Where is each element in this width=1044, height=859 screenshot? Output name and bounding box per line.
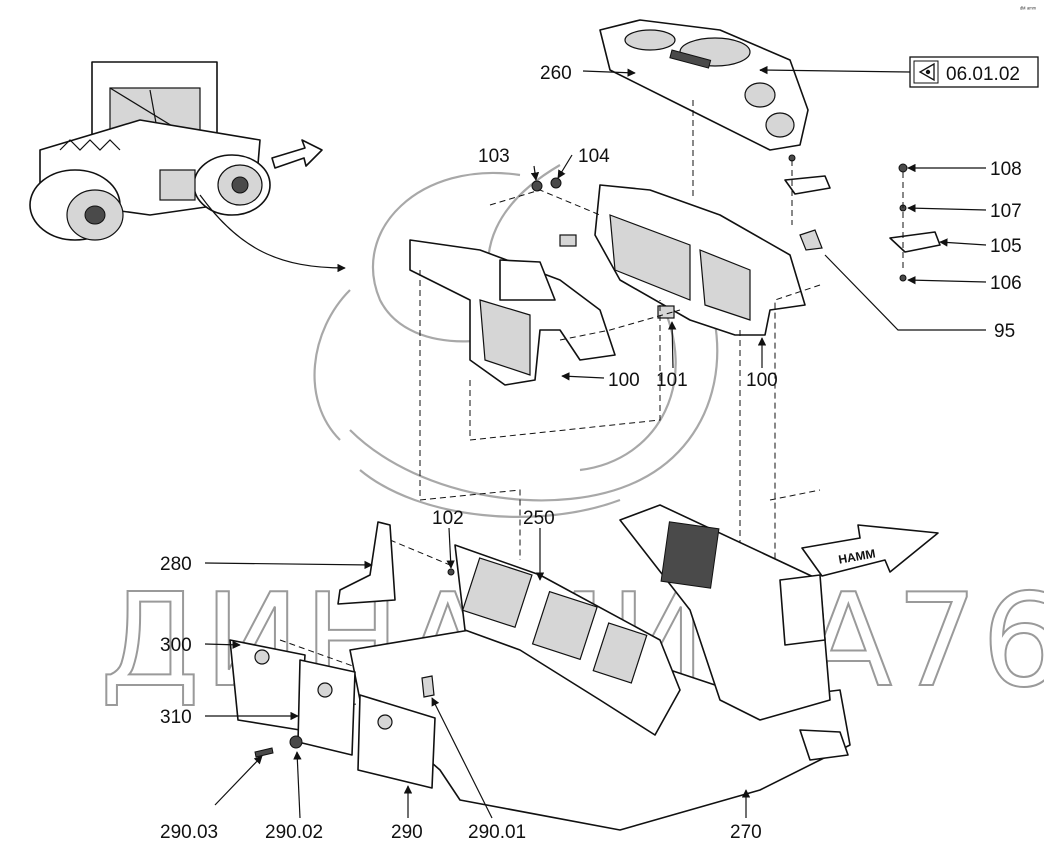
label-100-left: 100: [608, 370, 640, 391]
part-block-upper: [559, 234, 577, 247]
label-102: 102: [432, 508, 464, 529]
reference-box[interactable]: 06.01.02: [909, 56, 1039, 88]
part-280-side-panel: [337, 521, 396, 605]
reference-number: 06.01.02: [946, 64, 1020, 85]
label-270: 270: [730, 822, 762, 843]
label-106: 106: [990, 273, 1022, 294]
label-290-03: 290.03: [160, 822, 218, 843]
label-101: 101: [656, 370, 688, 391]
label-260: 260: [540, 63, 572, 84]
part-108-screw: [898, 163, 908, 173]
label-290-01: 290.01: [468, 822, 526, 843]
part-106-screw: [899, 274, 907, 282]
roller-machine-icon: [29, 61, 271, 241]
hamm-brand-arrow-icon: HAMM: [801, 524, 939, 577]
curved-arrow-icon: [199, 194, 346, 273]
part-100-left-housing: [409, 239, 616, 386]
part-310-panel: [297, 659, 356, 756]
label-300: 300: [160, 635, 192, 656]
part-260-cover: [599, 19, 809, 151]
reference-leader: [759, 65, 911, 75]
part-300-panel: [229, 639, 306, 731]
label-95: 95: [994, 321, 1015, 342]
label-290: 290: [391, 822, 423, 843]
label-108: 108: [990, 159, 1022, 180]
part-104-nut: [550, 177, 562, 189]
part-103-screw: [531, 180, 543, 192]
reference-arrow-icon: [918, 62, 935, 82]
label-103: 103: [478, 146, 510, 167]
leader-lines: [204, 68, 987, 819]
direction-arrow-small-icon: [271, 139, 323, 169]
part-95-clip: [799, 229, 823, 251]
part-270-base-floor: [349, 504, 851, 831]
part-100-right-housing: [594, 184, 806, 336]
corner-mark: ᵈᴹ ᵃᵐᵐ: [1020, 6, 1037, 13]
part-290-panel: [357, 694, 436, 789]
hamm-arrow-text: HAMM: [837, 546, 876, 566]
label-280: 280: [160, 554, 192, 575]
label-250: 250: [523, 508, 555, 529]
label-104: 104: [578, 146, 610, 167]
label-310: 310: [160, 707, 192, 728]
label-100-right: 100: [746, 370, 778, 391]
part-105-bracket: [889, 231, 941, 253]
label-107: 107: [990, 201, 1022, 222]
part-290-03-screw: [254, 747, 274, 758]
part-290-02-washer: [289, 735, 303, 749]
label-105: 105: [990, 236, 1022, 257]
part-250-frame: [454, 544, 681, 736]
part-290-01-hinge: [421, 675, 435, 698]
label-290-02: 290.02: [265, 822, 323, 843]
part-upper-bracket: [784, 175, 831, 195]
part-102-screw: [447, 568, 455, 576]
